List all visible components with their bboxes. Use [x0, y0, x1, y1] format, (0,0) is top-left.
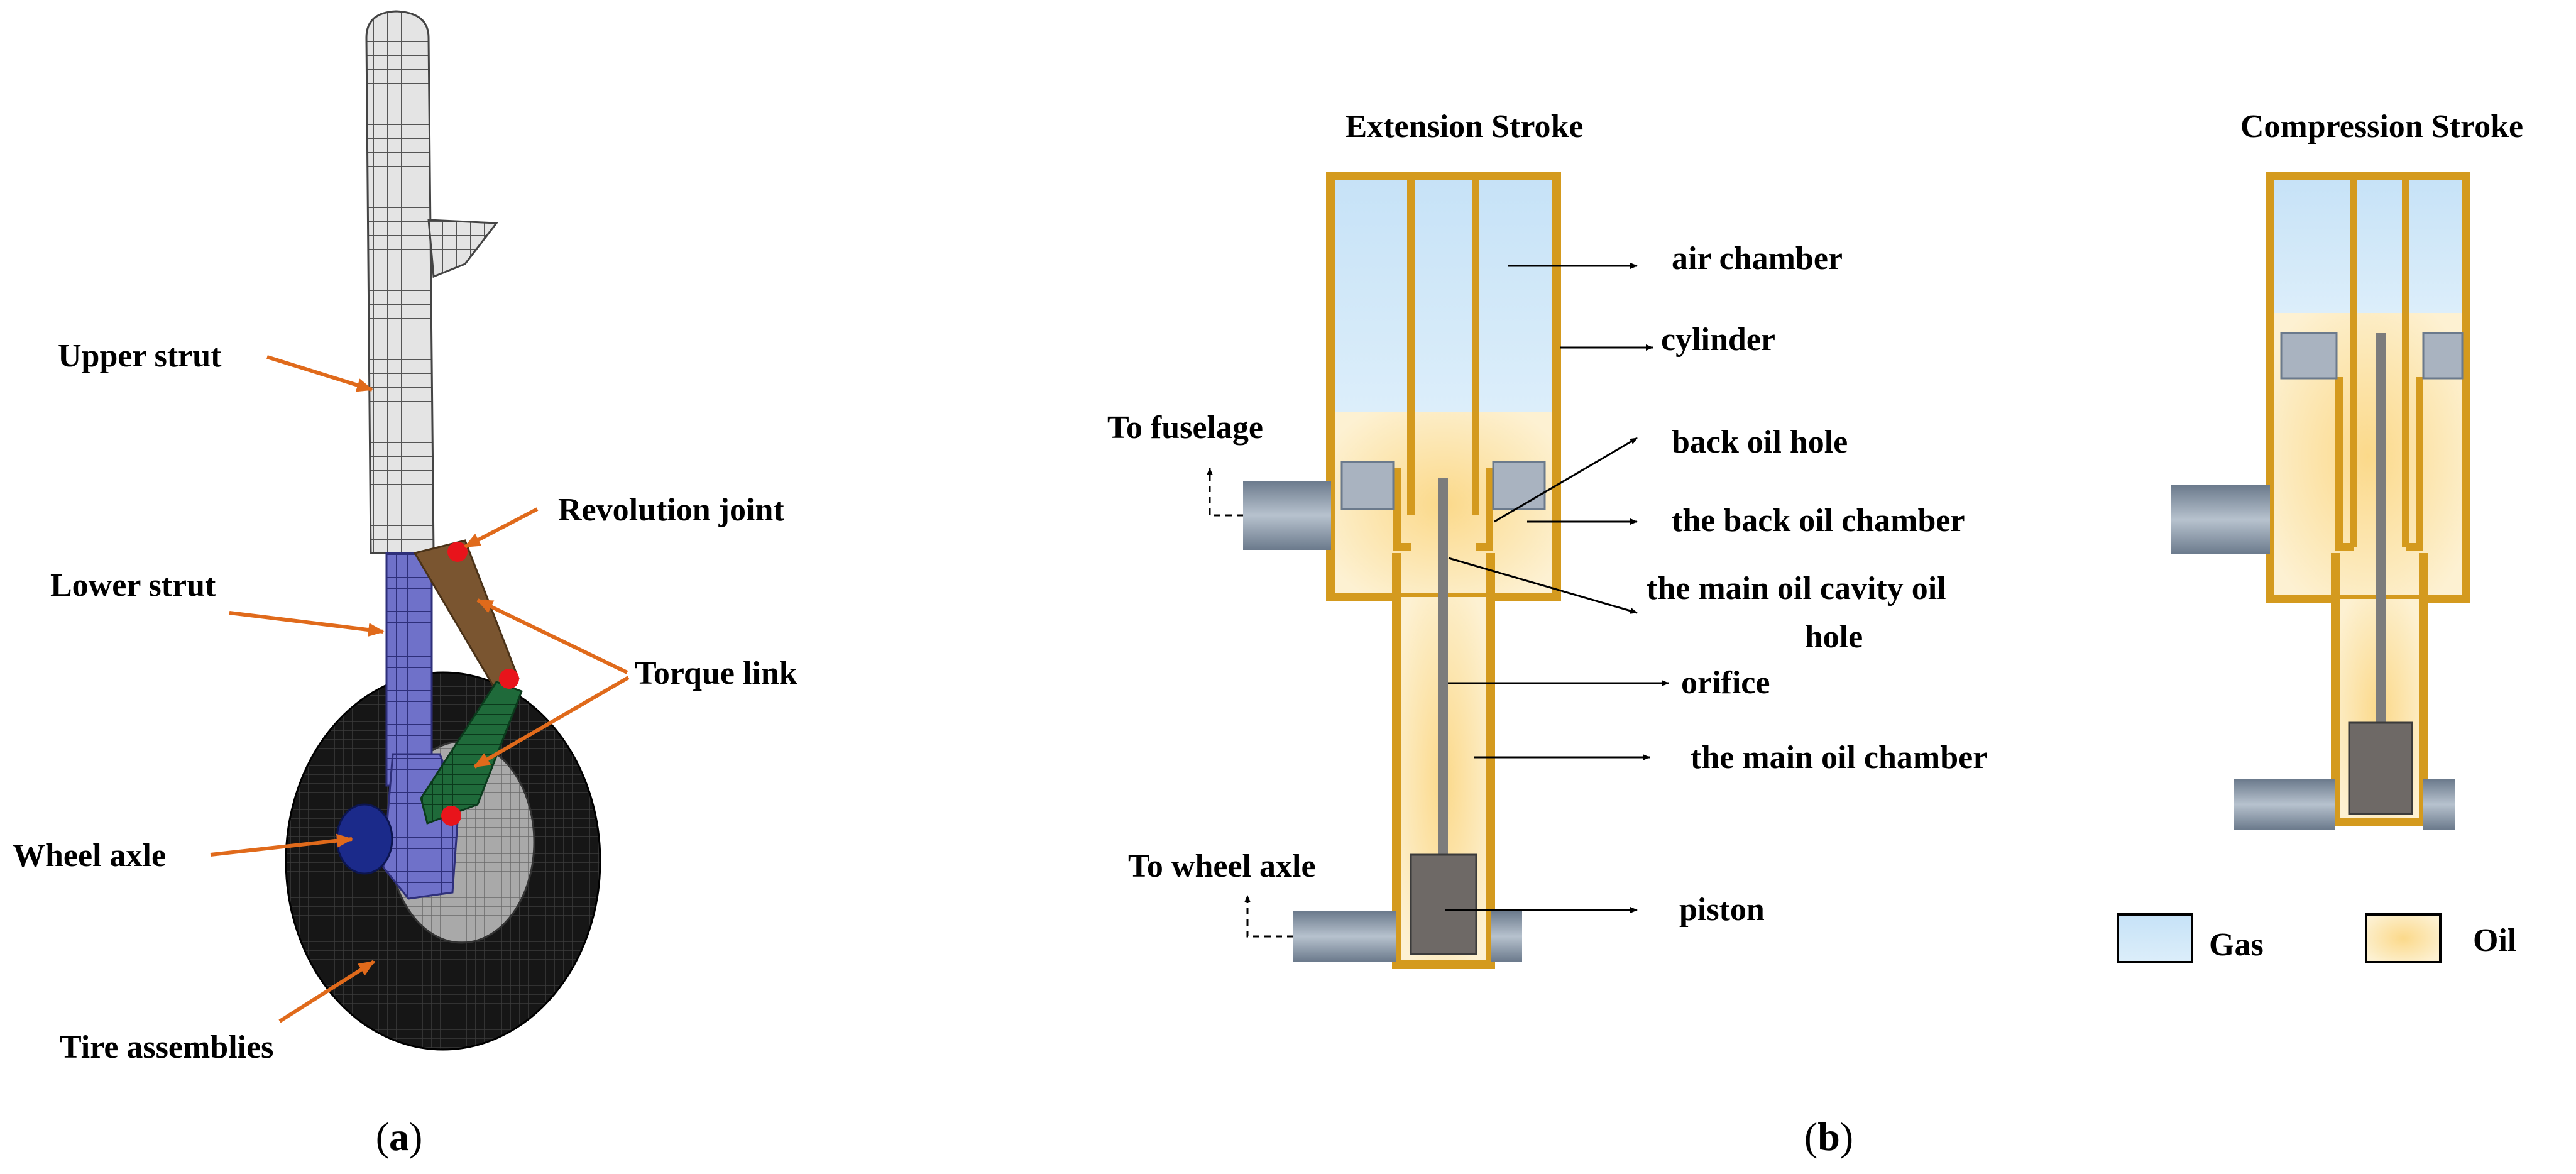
lower-joint-dot [441, 806, 461, 826]
ext-seal-right [1492, 461, 1546, 510]
comp-lower-tube-frame [2331, 553, 2428, 826]
label-tire-assemblies: Tire assemblies [60, 1029, 273, 1065]
ext-fuselage-mount [1243, 481, 1331, 550]
label-wheel-axle: Wheel axle [13, 838, 166, 874]
label-air-chamber: air chamber [1672, 241, 1843, 277]
comp-seal-left [2280, 332, 2338, 380]
ext-seal-left [1340, 461, 1395, 510]
comp-back-chamber-right [2406, 377, 2423, 551]
revolution-joint-dot [447, 542, 468, 562]
comp-seal-right [2422, 332, 2464, 380]
ext-orifice-shaft [1438, 478, 1448, 855]
tire-assemblies-leader [278, 960, 375, 1023]
label-upper-strut: Upper strut [58, 338, 222, 374]
ext-piston [1410, 853, 1477, 955]
upper-strut-mesh [365, 10, 435, 554]
legend: Gas Oil [2117, 913, 2516, 963]
main-oil-cavity-hole-pointer [1448, 557, 1638, 614]
label-main-oil-chamber: the main oil chamber [1691, 740, 1987, 776]
panel-b-extension-stroke: Extension Stroke To fuselage To wheel ax… [1107, 109, 1987, 969]
label-torque-link: Torque link [635, 656, 797, 691]
torque-link-leader-1 [476, 598, 628, 674]
upper-strut-leader [266, 355, 373, 392]
legend-gas-swatch [2117, 913, 2193, 963]
lower-strut-leader [229, 611, 385, 637]
label-to-wheel-axle: To wheel axle [1128, 848, 1316, 884]
legend-oil-swatch [2365, 913, 2442, 963]
extension-stroke-title: Extension Stroke [1346, 109, 1584, 145]
compression-stroke-title: Compression Stroke [2240, 109, 2523, 145]
label-to-fuselage: To fuselage [1107, 410, 1263, 446]
torque-link-leader-2 [473, 676, 630, 769]
revolution-joint-leader [464, 507, 539, 549]
caption-a: (a) [376, 1114, 423, 1159]
panel-b-compression-stroke: Compression Stroke [2171, 109, 2523, 830]
comp-fuselage-mount [2171, 485, 2270, 554]
comp-gas-region [2270, 176, 2466, 313]
back-oil-hole-pointer [1494, 437, 1638, 523]
label-back-oil-hole: back oil hole [1672, 424, 1848, 460]
upper-strut-bracket [427, 219, 498, 278]
ext-lower-tube-frame [1392, 553, 1495, 969]
comp-orifice-shaft [2376, 333, 2386, 723]
label-revolution-joint: Revolution joint [558, 492, 784, 528]
ext-wheel-mount-left [1293, 911, 1396, 962]
legend-gas-label: Gas [2209, 927, 2264, 963]
comp-wheel-mount-left [2234, 779, 2335, 830]
ext-gas-region [1330, 176, 1557, 412]
label-main-oil-cavity-oil: the main oil cavity oil [1647, 571, 1946, 606]
to-fuselage-dash-arrow [1207, 468, 1243, 517]
ext-back-chamber-left [1393, 468, 1411, 551]
torque-joint-dot [499, 669, 519, 689]
comp-wheel-mount-right [2423, 779, 2455, 830]
comp-back-chamber-left [2335, 377, 2354, 551]
label-orifice: orifice [1681, 665, 1770, 701]
label-back-oil-chamber: the back oil chamber [1672, 503, 1965, 539]
comp-piston [2348, 721, 2413, 815]
caption-b: (b) [1804, 1114, 1853, 1159]
label-lower-strut: Lower strut [50, 568, 216, 603]
panel-a-landing-gear-model: Upper strut Revolution joint Lower strut… [13, 10, 797, 1159]
ext-wheel-mount-right [1491, 911, 1522, 962]
ext-back-chamber-right [1476, 468, 1493, 551]
label-main-oil-cavity-oil-hole: hole [1805, 619, 1863, 655]
lower-strut-mesh [385, 552, 433, 787]
label-piston: piston [1679, 892, 1765, 928]
to-wheel-axle-dash-arrow [1244, 895, 1293, 938]
label-cylinder: cylinder [1661, 322, 1775, 358]
legend-oil-label: Oil [2473, 923, 2516, 958]
wheel-axle-leader [210, 833, 353, 857]
